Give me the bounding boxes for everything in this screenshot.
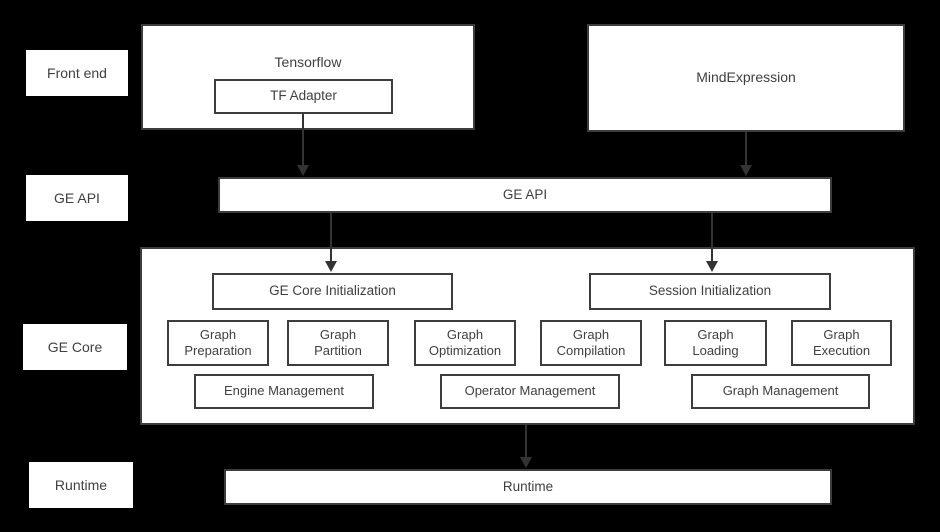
down-arrowhead-icon xyxy=(520,457,532,468)
arrow-stem xyxy=(525,425,527,457)
graph-preparation-box: Graph Preparation xyxy=(167,320,269,366)
tensorflow-label: Tensorflow xyxy=(274,54,342,70)
side-label-ge-core: GE Core xyxy=(23,324,127,370)
graph-execution-box: Graph Execution xyxy=(791,320,892,366)
mindexpression-box: MindExpression xyxy=(587,24,905,132)
ge-core-initialization-box: GE Core Initialization xyxy=(212,273,453,310)
graph-optimization-box: Graph Optimization xyxy=(414,320,516,366)
side-label-runtime: Runtime xyxy=(29,462,133,508)
runtime-bar: Runtime xyxy=(224,469,832,505)
graph-partition-box: Graph Partition xyxy=(287,320,389,366)
session-initialization-box: Session Initialization xyxy=(589,273,831,310)
engine-management-box: Engine Management xyxy=(194,374,374,409)
ge-api-bar: GE API xyxy=(218,177,832,213)
side-label-ge-api: GE API xyxy=(26,175,128,221)
tf-adapter-box: TF Adapter xyxy=(214,79,393,114)
graph-loading-box: Graph Loading xyxy=(664,320,767,366)
graph-compilation-box: Graph Compilation xyxy=(540,320,642,366)
down-arrowhead-icon xyxy=(297,165,309,176)
arrow-stem xyxy=(745,132,747,165)
operator-management-box: Operator Management xyxy=(440,374,620,409)
arrow-ge-core-to-runtime xyxy=(520,425,532,468)
graph-management-box: Graph Management xyxy=(691,374,870,409)
down-arrowhead-icon xyxy=(740,165,752,176)
tensorflow-box: Tensorflow xyxy=(141,24,475,130)
side-label-front-end: Front end xyxy=(26,50,128,96)
arrow-mindexpression-to-ge-api xyxy=(740,132,752,176)
